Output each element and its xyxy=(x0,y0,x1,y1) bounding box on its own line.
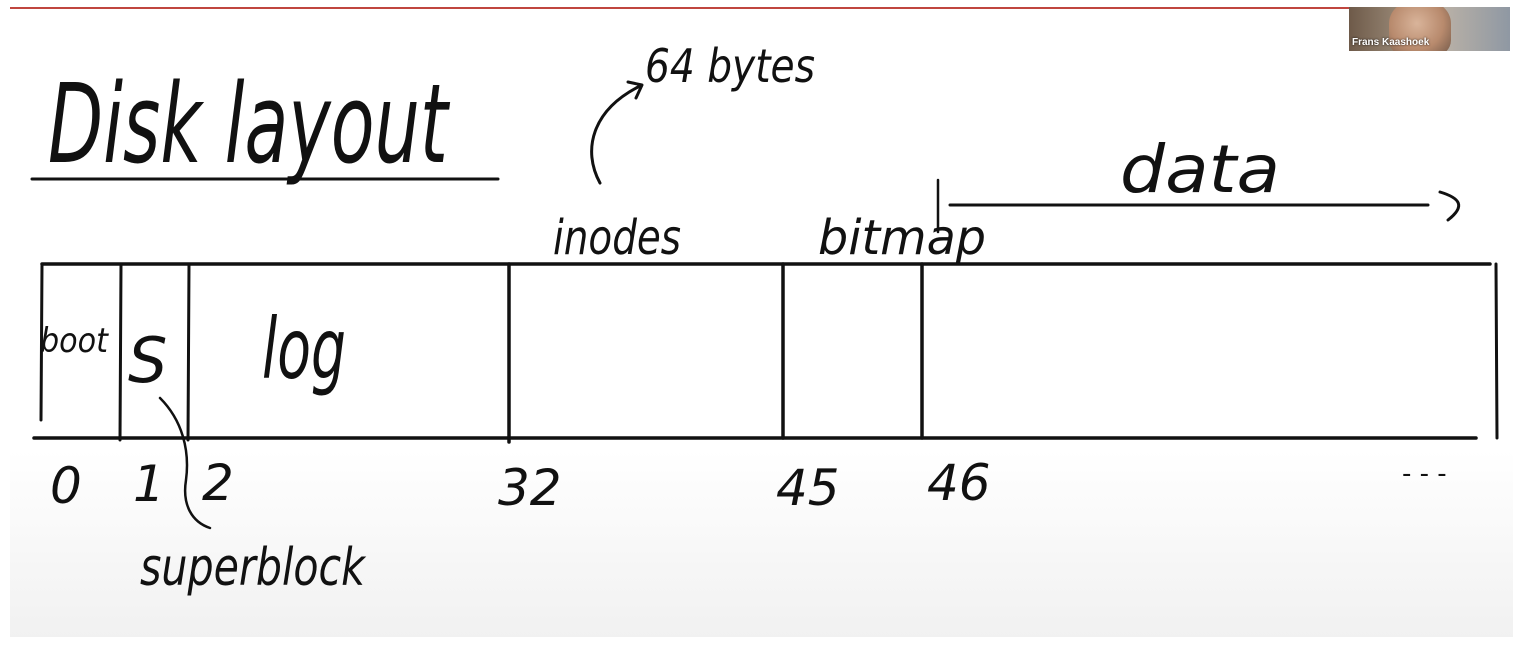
superblock-label: superblock xyxy=(140,538,366,598)
data-label: data xyxy=(1120,131,1280,208)
whiteboard-canvas xyxy=(10,9,1513,639)
inode-size-annotation: 64 bytes xyxy=(645,39,815,93)
segment-superblock: S xyxy=(128,324,167,397)
diagram-title: Disk layout xyxy=(48,60,451,188)
window-top-rule xyxy=(10,7,1510,9)
block-number-1: 1 xyxy=(133,455,165,513)
inode-size-arrow xyxy=(590,84,642,185)
superblock-connector xyxy=(158,396,212,530)
inode-size-arrowhead xyxy=(626,80,644,100)
block-number-45: 45 xyxy=(776,459,840,517)
inodes-label: inodes xyxy=(553,210,681,266)
participant-name: Frans Kaashoek xyxy=(1352,37,1430,48)
block-number-2: 2 xyxy=(202,454,234,512)
segment-boot: boot xyxy=(40,321,109,361)
continuation-dots: - - - xyxy=(1402,459,1447,489)
disk-right-edge xyxy=(1494,262,1499,440)
data-range-arrowhead xyxy=(1438,190,1461,222)
divider-super-log xyxy=(186,262,191,442)
participant-video-feed xyxy=(1389,7,1451,51)
frame-bottom-edge xyxy=(10,637,1513,650)
block-number-46: 46 xyxy=(927,454,991,512)
participant-video-tile[interactable]: Frans Kaashoek xyxy=(1349,7,1510,51)
block-number-32: 32 xyxy=(498,459,562,517)
segment-log: log xyxy=(262,300,346,398)
block-number-0: 0 xyxy=(50,457,82,515)
disk-left-edge xyxy=(39,262,44,422)
divider-boot-super xyxy=(118,262,123,442)
bitmap-label: bitmap xyxy=(818,210,986,266)
